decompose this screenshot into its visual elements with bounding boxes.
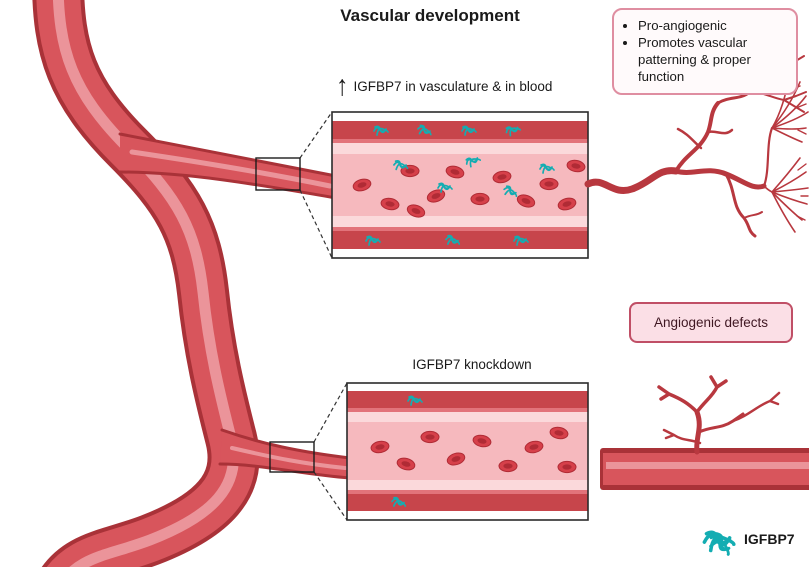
capillary-bed-lower — [763, 157, 809, 233]
main-artery — [32, 0, 260, 567]
capillary-sprout-defective — [657, 375, 781, 455]
red-blood-cell-icon — [470, 192, 490, 206]
zoom-dashed-lines — [299, 111, 348, 521]
legend-protein — [702, 530, 736, 560]
upper-branch-vessel — [118, 132, 338, 200]
legend-igfbp7-label: IGFBP7 — [744, 531, 795, 547]
red-blood-cell-icon — [557, 460, 577, 474]
lower-branch-vessel — [218, 428, 352, 480]
vessel-bar-knockdown — [600, 448, 809, 490]
page-title: Vascular development — [340, 6, 520, 25]
zoom-region-top — [255, 157, 301, 191]
zoom-region-bottom — [269, 441, 315, 473]
capillary-network-healthy — [584, 55, 809, 238]
up-arrow-icon: ↑ — [336, 69, 349, 102]
inset-vessel-knockdown — [346, 382, 589, 521]
angiogenic-defects-box: Angiogenic defects — [629, 302, 793, 343]
pro-angiogenic-box: Pro-angiogenic Promotes vascular pattern… — [612, 8, 798, 95]
callout-top-label: IGFBP7 in vasculature & in blood — [353, 78, 553, 94]
benefit-item: Promotes vascular patterning & proper fu… — [638, 34, 788, 85]
red-blood-cell-icon — [539, 177, 559, 191]
inset-vessel-normal — [331, 111, 589, 259]
red-blood-cell-icon — [420, 430, 440, 444]
benefits-list: Pro-angiogenic Promotes vascular pattern… — [618, 17, 788, 86]
red-blood-cell-icon — [498, 459, 518, 473]
benefit-item: Pro-angiogenic — [638, 17, 788, 34]
callout-igfbp7-knockdown: IGFBP7 knockdown — [412, 357, 532, 372]
callout-igfbp7-upregulated: ↑ IGFBP7 in vasculature & in blood — [336, 70, 611, 102]
capillary-bed-upper — [771, 71, 809, 143]
